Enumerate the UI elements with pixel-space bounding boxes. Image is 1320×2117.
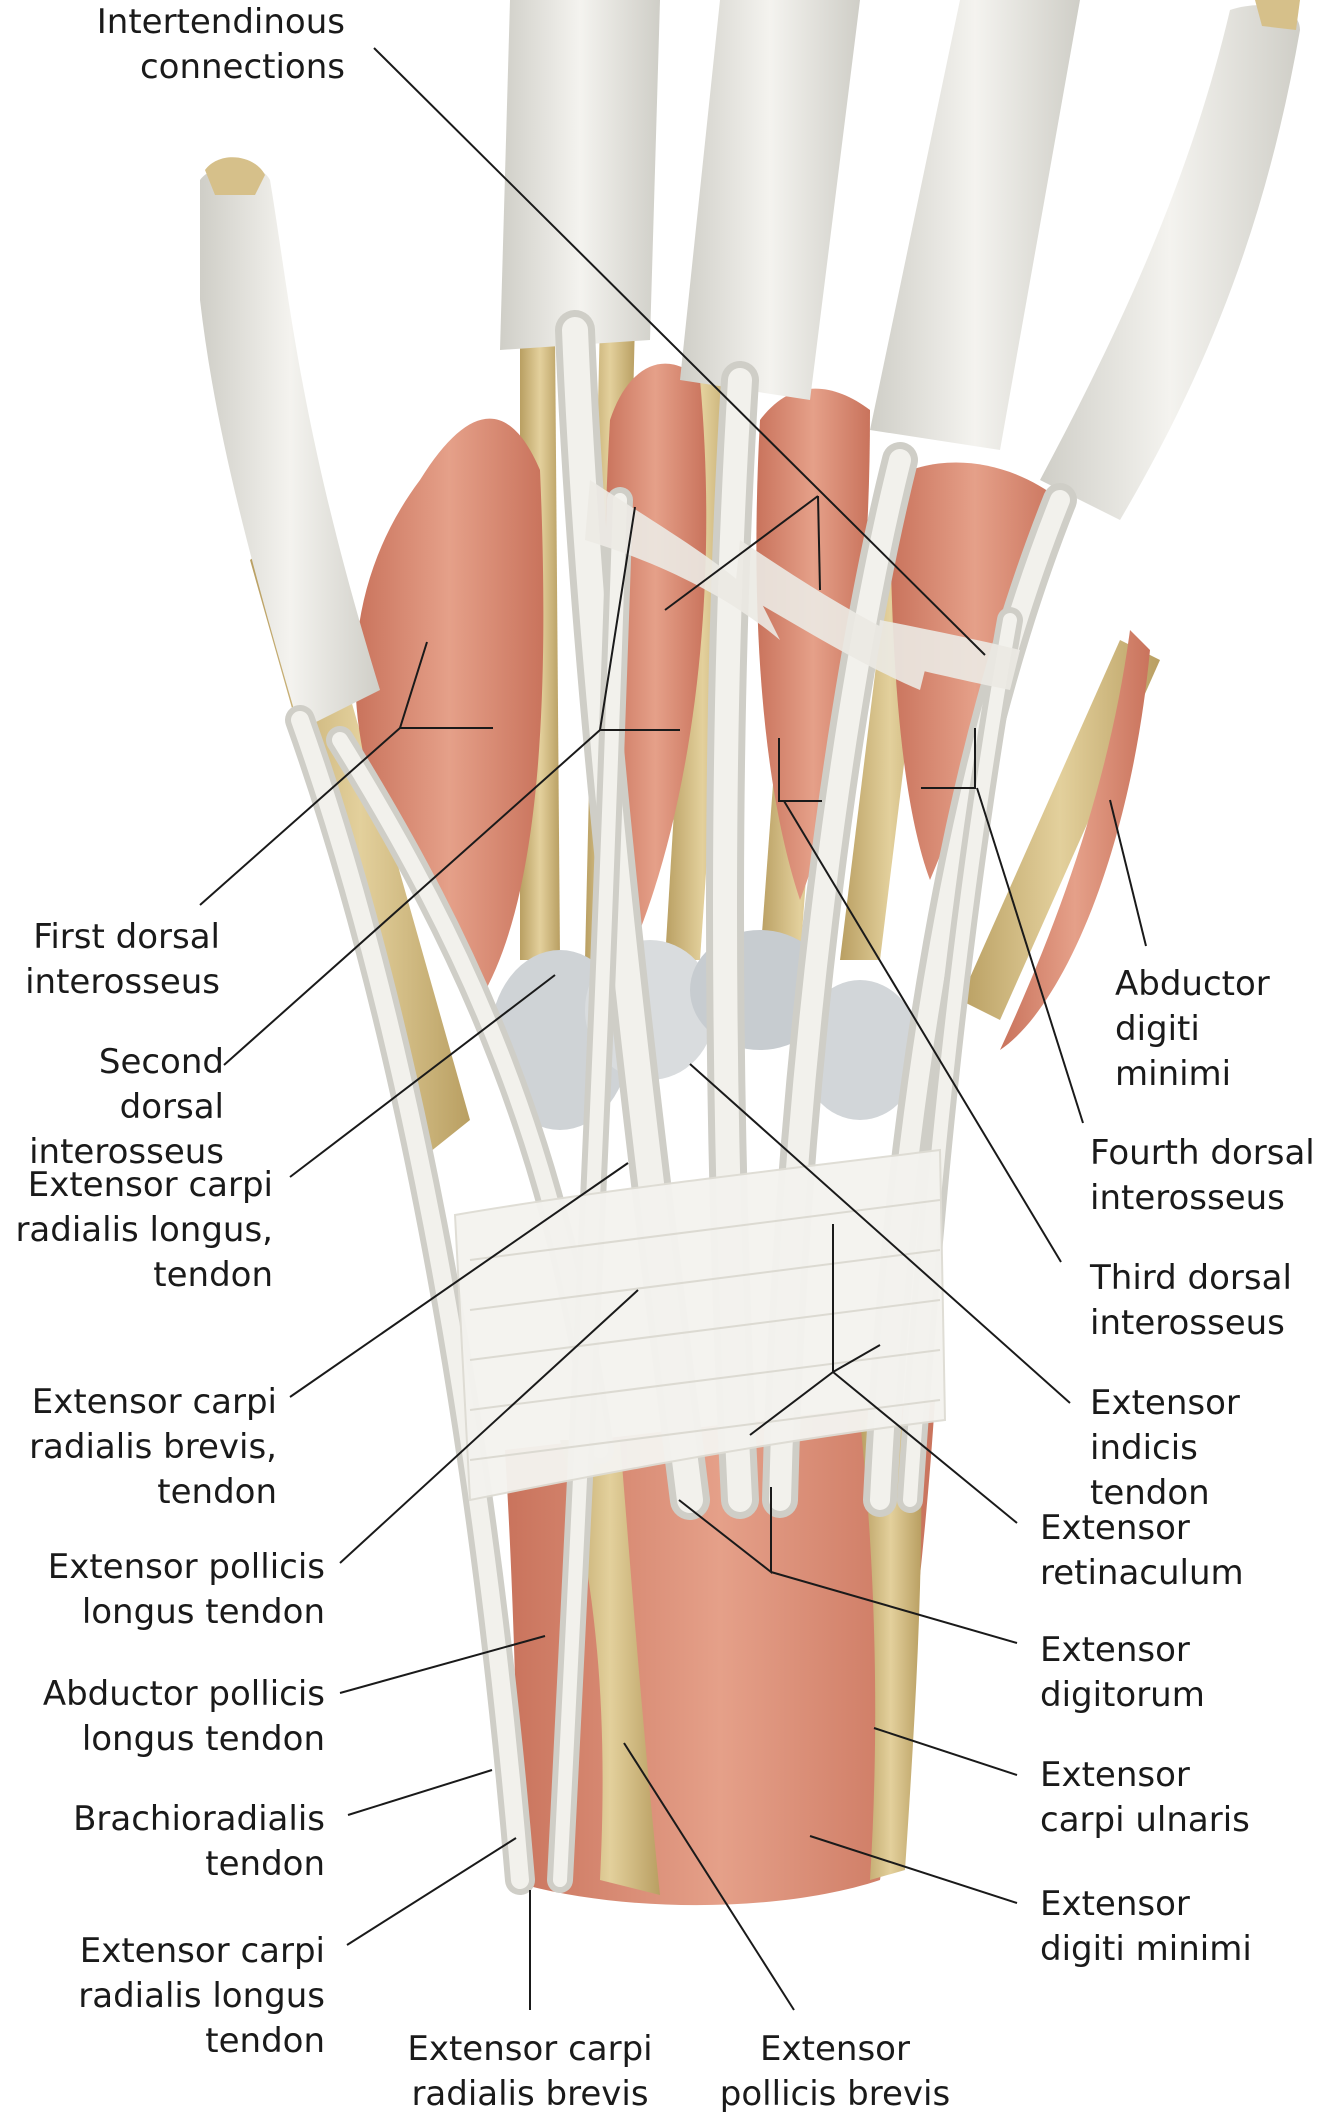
- little-finger: [1040, 5, 1300, 521]
- label-ecrl-tendon-lower: Extensor carpi radialis longus tendon: [78, 1931, 325, 2061]
- index-finger: [500, 0, 660, 350]
- label-abductor-digiti-minimi: Abductor digiti minimi: [1115, 964, 1270, 1094]
- label-third-dorsal-interosseus: Third dorsal interosseus: [1090, 1258, 1292, 1343]
- label-first-dorsal-interosseus: First dorsal interosseus: [25, 917, 220, 1002]
- label-ecrb-tendon: Extensor carpi radialis brevis, tendon: [29, 1382, 277, 1512]
- ring-finger: [870, 0, 1080, 450]
- label-extensor-retinaculum: Extensor retinaculum: [1040, 1508, 1244, 1593]
- label-fourth-dorsal-interosseus: Fourth dorsal interosseus: [1090, 1133, 1315, 1218]
- little-finger-nail: [1255, 0, 1300, 30]
- thumb-nail: [205, 157, 265, 195]
- label-extensor-digitorum: Extensor digitorum: [1040, 1630, 1205, 1715]
- retinaculum-fibers: [469, 1199, 941, 1461]
- label-extensor-pollicis-brevis: Extensor pollicis brevis: [719, 2029, 951, 2114]
- label-extensor-digiti-minimi: Extensor digiti minimi: [1040, 1884, 1252, 1969]
- fingers: [200, 0, 1300, 730]
- label-ecrl-tendon-upper: Extensor carpi radialis longus, tendon: [15, 1165, 273, 1295]
- label-epl-tendon: Extensor pollicis longus tendon: [47, 1547, 325, 1632]
- abductor-digiti-minimi-muscle: [1000, 630, 1150, 1050]
- extensor-retinaculum-band: [453, 1148, 947, 1502]
- label-intertendinous-connections: Intertendinous connections: [96, 2, 345, 87]
- label-ecrb-bottom: Extensor carpi radialis brevis: [407, 2029, 653, 2114]
- label-apl-tendon: Abductor pollicis longus tendon: [42, 1674, 325, 1759]
- label-brachioradialis-tendon: Brachioradialis tendon: [73, 1799, 325, 1884]
- thumb: [200, 165, 380, 730]
- label-extensor-indicis-tendon: Extensor indicis tendon: [1090, 1383, 1240, 1513]
- fifth-metacarpal: [960, 640, 1160, 1020]
- third-dorsal-interosseus-muscle: [756, 388, 870, 900]
- ulna-bone: [860, 1420, 922, 1880]
- leader-lines: [199, 47, 1147, 2011]
- label-extensor-carpi-ulnaris: Extensor carpi ulnaris: [1040, 1755, 1250, 1840]
- label-second-dorsal-interosseus: Second dorsal interosseus: [29, 1042, 224, 1172]
- middle-finger: [680, 0, 860, 400]
